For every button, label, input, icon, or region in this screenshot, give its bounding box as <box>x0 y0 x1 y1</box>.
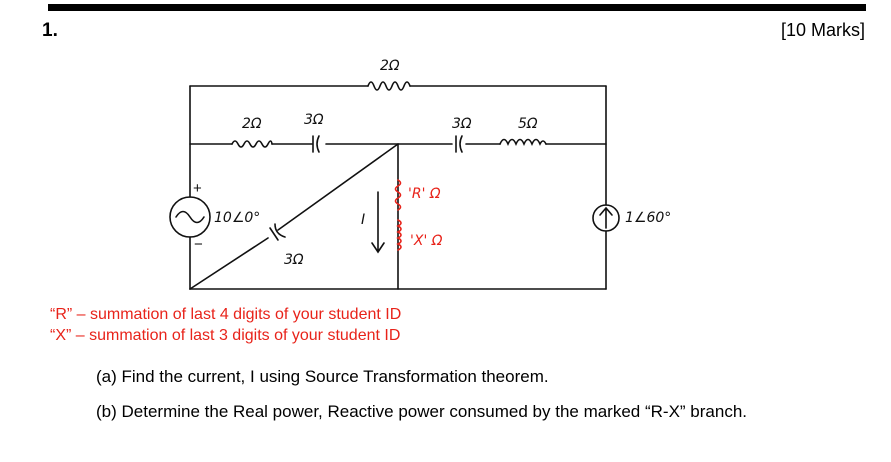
question-number: 1. <box>42 20 58 41</box>
question-a: (a) Find the current, I using Source Tra… <box>96 367 549 386</box>
capacitor-diag <box>269 223 286 241</box>
question-b: (b) Determine the Real power, Reactive p… <box>96 402 748 421</box>
voltage-source <box>169 196 211 238</box>
resistor-left <box>231 140 273 148</box>
label-branch-r: 'R' Ω <box>408 186 441 202</box>
label-source-i: 1∠60° <box>625 210 671 226</box>
label-r-left: 2Ω <box>242 116 262 132</box>
current-source-arrow <box>599 206 613 229</box>
label-c-diag: 3Ω <box>284 252 304 268</box>
branch-resistor-r <box>394 179 402 211</box>
label-branch-x: 'X' Ω <box>410 233 443 249</box>
r-definition-note: “R” – summation of last 4 digits of your… <box>50 306 402 323</box>
resistor-top <box>367 81 411 91</box>
label-c-mid: 3Ω <box>452 116 472 132</box>
capacitor-left <box>312 135 320 153</box>
x-definition-note: “X” – summation of last 3 digits of your… <box>50 327 401 344</box>
current-source <box>592 204 620 232</box>
marks-label: [10 Marks] <box>780 20 865 40</box>
inductor-right <box>499 138 547 146</box>
branch-inductor-x <box>396 219 402 251</box>
plus-sign: + <box>193 180 202 197</box>
current-arrow <box>371 191 385 254</box>
ac-wave <box>175 210 205 224</box>
capacitor-right <box>455 135 463 153</box>
label-source-v: 10∠0° <box>214 210 260 226</box>
top-rule <box>48 4 866 11</box>
minus-sign: − <box>194 236 203 253</box>
label-l-right: 5Ω <box>518 116 538 132</box>
label-r-top: 2Ω <box>380 58 400 74</box>
label-current-i: I <box>361 212 365 228</box>
label-c-left: 3Ω <box>304 112 324 128</box>
wire-diagonal <box>189 143 399 290</box>
